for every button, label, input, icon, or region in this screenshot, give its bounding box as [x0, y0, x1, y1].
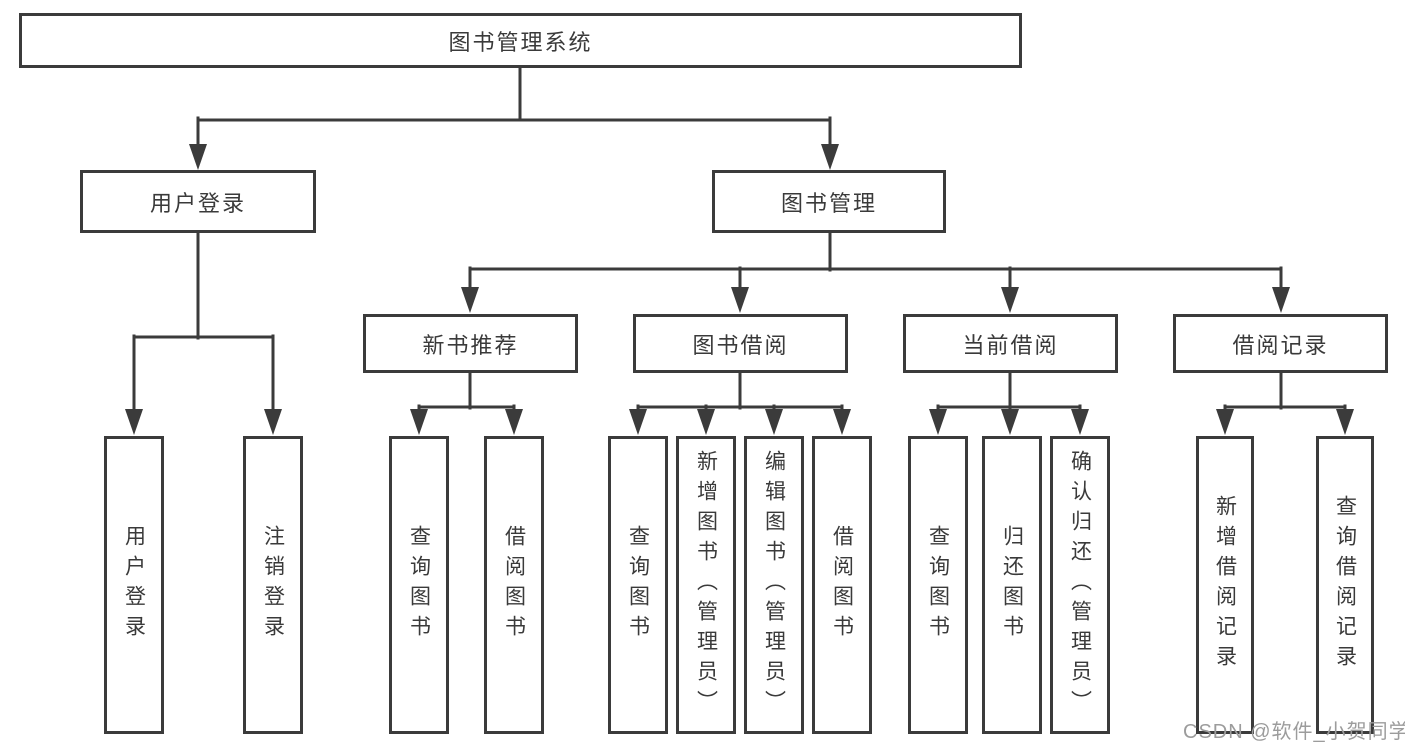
arrowhead: [410, 409, 428, 435]
node-borrow-records: 借阅记录: [1173, 314, 1388, 373]
arrowhead: [765, 409, 783, 435]
arrowhead: [1001, 287, 1019, 313]
arrowhead: [929, 409, 947, 435]
node-label: 新增图书（管理员）: [694, 450, 718, 720]
node-label: 查询图书: [626, 525, 650, 645]
arrowhead: [821, 144, 839, 170]
node-label: 图书借阅: [692, 332, 789, 358]
leaf-records-add-record: 新增借阅记录: [1196, 436, 1254, 734]
node-label: 图书管理系统: [448, 29, 593, 55]
node-user-login: 用户登录: [80, 170, 316, 233]
node-label: 当前借阅: [962, 332, 1059, 358]
leaf-records-query-record: 查询借阅记录: [1316, 436, 1374, 734]
node-label: 用户登录: [149, 190, 246, 216]
leaf-borrow-edit-books-admin: 编辑图书（管理员）: [744, 436, 804, 734]
leaf-borrow-borrow-books: 借阅图书: [812, 436, 872, 734]
leaf-recommend-query-books: 查询图书: [389, 436, 449, 734]
node-book-management: 图书管理: [712, 170, 946, 233]
node-label: 确认归还（管理员）: [1068, 450, 1092, 720]
leaf-recommend-borrow-books: 借阅图书: [484, 436, 544, 734]
arrowhead: [189, 144, 207, 170]
arrowhead: [1071, 409, 1089, 435]
leaf-current-query-books: 查询图书: [908, 436, 968, 734]
arrowhead: [1216, 409, 1234, 435]
node-new-book-recommend: 新书推荐: [363, 314, 578, 373]
watermark: CSDN @软件_小贺同学: [1183, 721, 1405, 743]
leaf-logout: 注销登录: [243, 436, 303, 734]
node-label: 借阅记录: [1232, 332, 1329, 358]
leaf-borrow-add-books-admin: 新增图书（管理员）: [676, 436, 736, 734]
arrowhead: [833, 409, 851, 435]
arrowhead: [731, 287, 749, 313]
leaf-user-login: 用户登录: [104, 436, 164, 734]
node-label: 注销登录: [261, 525, 285, 645]
arrowhead: [125, 409, 143, 435]
node-label: 查询借阅记录: [1333, 495, 1357, 675]
arrowhead: [264, 409, 282, 435]
arrowhead: [1001, 409, 1019, 435]
node-label: 查询图书: [407, 525, 431, 645]
node-label: 新增借阅记录: [1213, 495, 1237, 675]
node-label: 查询图书: [926, 525, 950, 645]
node-label: 归还图书: [1000, 525, 1024, 645]
leaf-borrow-query-books: 查询图书: [608, 436, 668, 734]
node-label: 借阅图书: [502, 525, 526, 645]
arrowhead: [1272, 287, 1290, 313]
node-current-borrow: 当前借阅: [903, 314, 1118, 373]
node-label: 用户登录: [122, 525, 146, 645]
node-label: 新书推荐: [422, 332, 519, 358]
arrowhead: [629, 409, 647, 435]
arrowhead: [461, 287, 479, 313]
arrowhead: [1336, 409, 1354, 435]
arrowhead: [697, 409, 715, 435]
arrowheads: [125, 144, 1354, 435]
node-library-system: 图书管理系统: [19, 13, 1022, 68]
node-label: 编辑图书（管理员）: [762, 450, 786, 720]
node-label: 图书管理: [780, 190, 877, 216]
arrowhead: [505, 409, 523, 435]
leaf-current-return-books: 归还图书: [982, 436, 1042, 734]
leaf-current-confirm-return-admin: 确认归还（管理员）: [1050, 436, 1110, 734]
node-label: 借阅图书: [830, 525, 854, 645]
node-book-borrow: 图书借阅: [633, 314, 848, 373]
